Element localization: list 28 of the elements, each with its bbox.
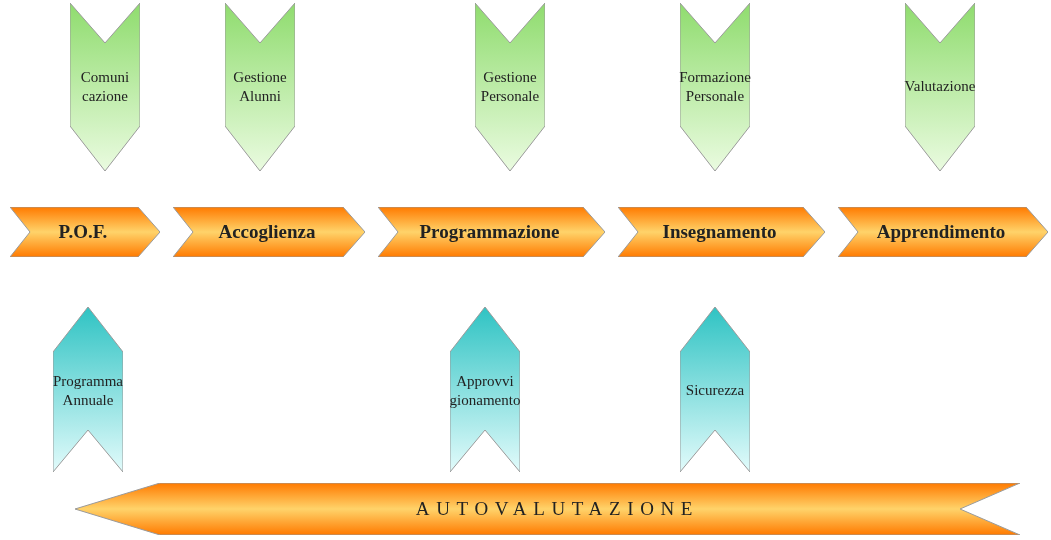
chevron-label: AUTOVALUTAZIONE	[414, 496, 701, 521]
chevron-label: Apprendimento	[875, 219, 1007, 244]
feedback-arrow	[75, 483, 1020, 535]
process-step	[378, 207, 605, 257]
up-chevron	[680, 307, 750, 472]
down-chevron	[70, 3, 140, 171]
chevron-label: Comuni cazione	[79, 67, 131, 106]
chevron-label: Accoglienza	[217, 219, 317, 244]
chevron-label: Gestione Alunni	[232, 67, 288, 106]
up-chevron	[450, 307, 520, 472]
down-chevron	[475, 3, 545, 171]
up-chevron	[53, 307, 123, 472]
chevron-label: Insegnamento	[661, 219, 778, 244]
process-step	[173, 207, 365, 257]
chevron-label: Programma Annuale	[53, 371, 123, 410]
down-chevron	[225, 3, 295, 171]
process-step	[10, 207, 160, 257]
chevron-label: Approvvi gionamento	[450, 371, 520, 410]
chevron-label: Valutazione	[905, 77, 975, 97]
chevron-label: Sicurezza	[684, 381, 746, 401]
chevron-label: Programmazione	[418, 219, 561, 244]
process-step	[838, 207, 1048, 257]
process-step	[618, 207, 825, 257]
down-chevron	[680, 3, 750, 171]
down-chevron	[905, 3, 975, 171]
chevron-label: Formazione Personale	[680, 67, 750, 106]
chevron-label: Gestione Personale	[479, 67, 541, 106]
chevron-label: P.O.F.	[57, 219, 109, 244]
